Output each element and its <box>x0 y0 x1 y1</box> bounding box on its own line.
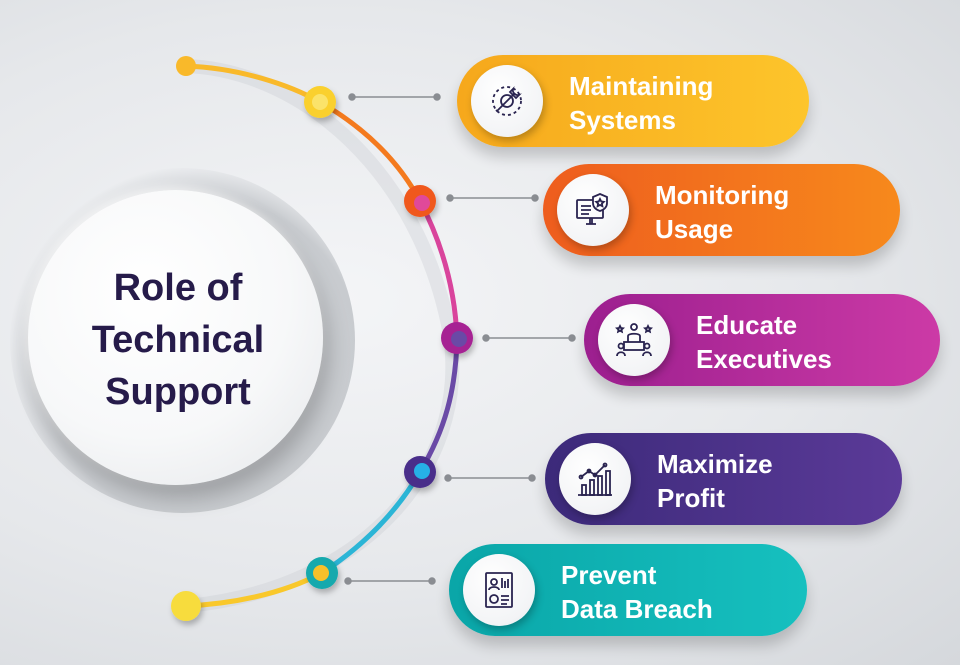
arc-end-dot <box>171 591 201 621</box>
item-label: Monitoring Usage <box>655 180 790 244</box>
node-3 <box>441 322 473 354</box>
item-label: Educate Executives <box>696 310 832 374</box>
node-2 <box>404 185 436 217</box>
item-maximize-profit: Maximize Profit <box>545 433 902 525</box>
center-title: Role of Technical Support <box>91 267 265 413</box>
gear-wrench-icon <box>471 65 543 137</box>
item-educate-executives: Educate Executives <box>584 294 940 386</box>
item-prevent-data-breach: Prevent Data Breach <box>449 544 807 636</box>
node-1 <box>304 86 336 118</box>
secure-document-icon <box>463 554 535 626</box>
growth-chart-icon <box>559 443 631 515</box>
arc-start-dot <box>176 56 196 76</box>
item-label: Prevent Data Breach <box>561 560 713 624</box>
presentation-people-icon <box>598 304 670 376</box>
item-monitoring-usage: Monitoring Usage <box>543 164 900 256</box>
node-5 <box>306 557 338 589</box>
item-label: Maintaining Systems <box>569 71 714 135</box>
item-maintaining-systems: Maintaining Systems <box>457 55 809 147</box>
monitor-shield-icon <box>557 174 629 246</box>
node-4 <box>404 456 436 488</box>
center-disc <box>28 190 323 485</box>
item-label: Maximize Profit <box>657 449 773 513</box>
